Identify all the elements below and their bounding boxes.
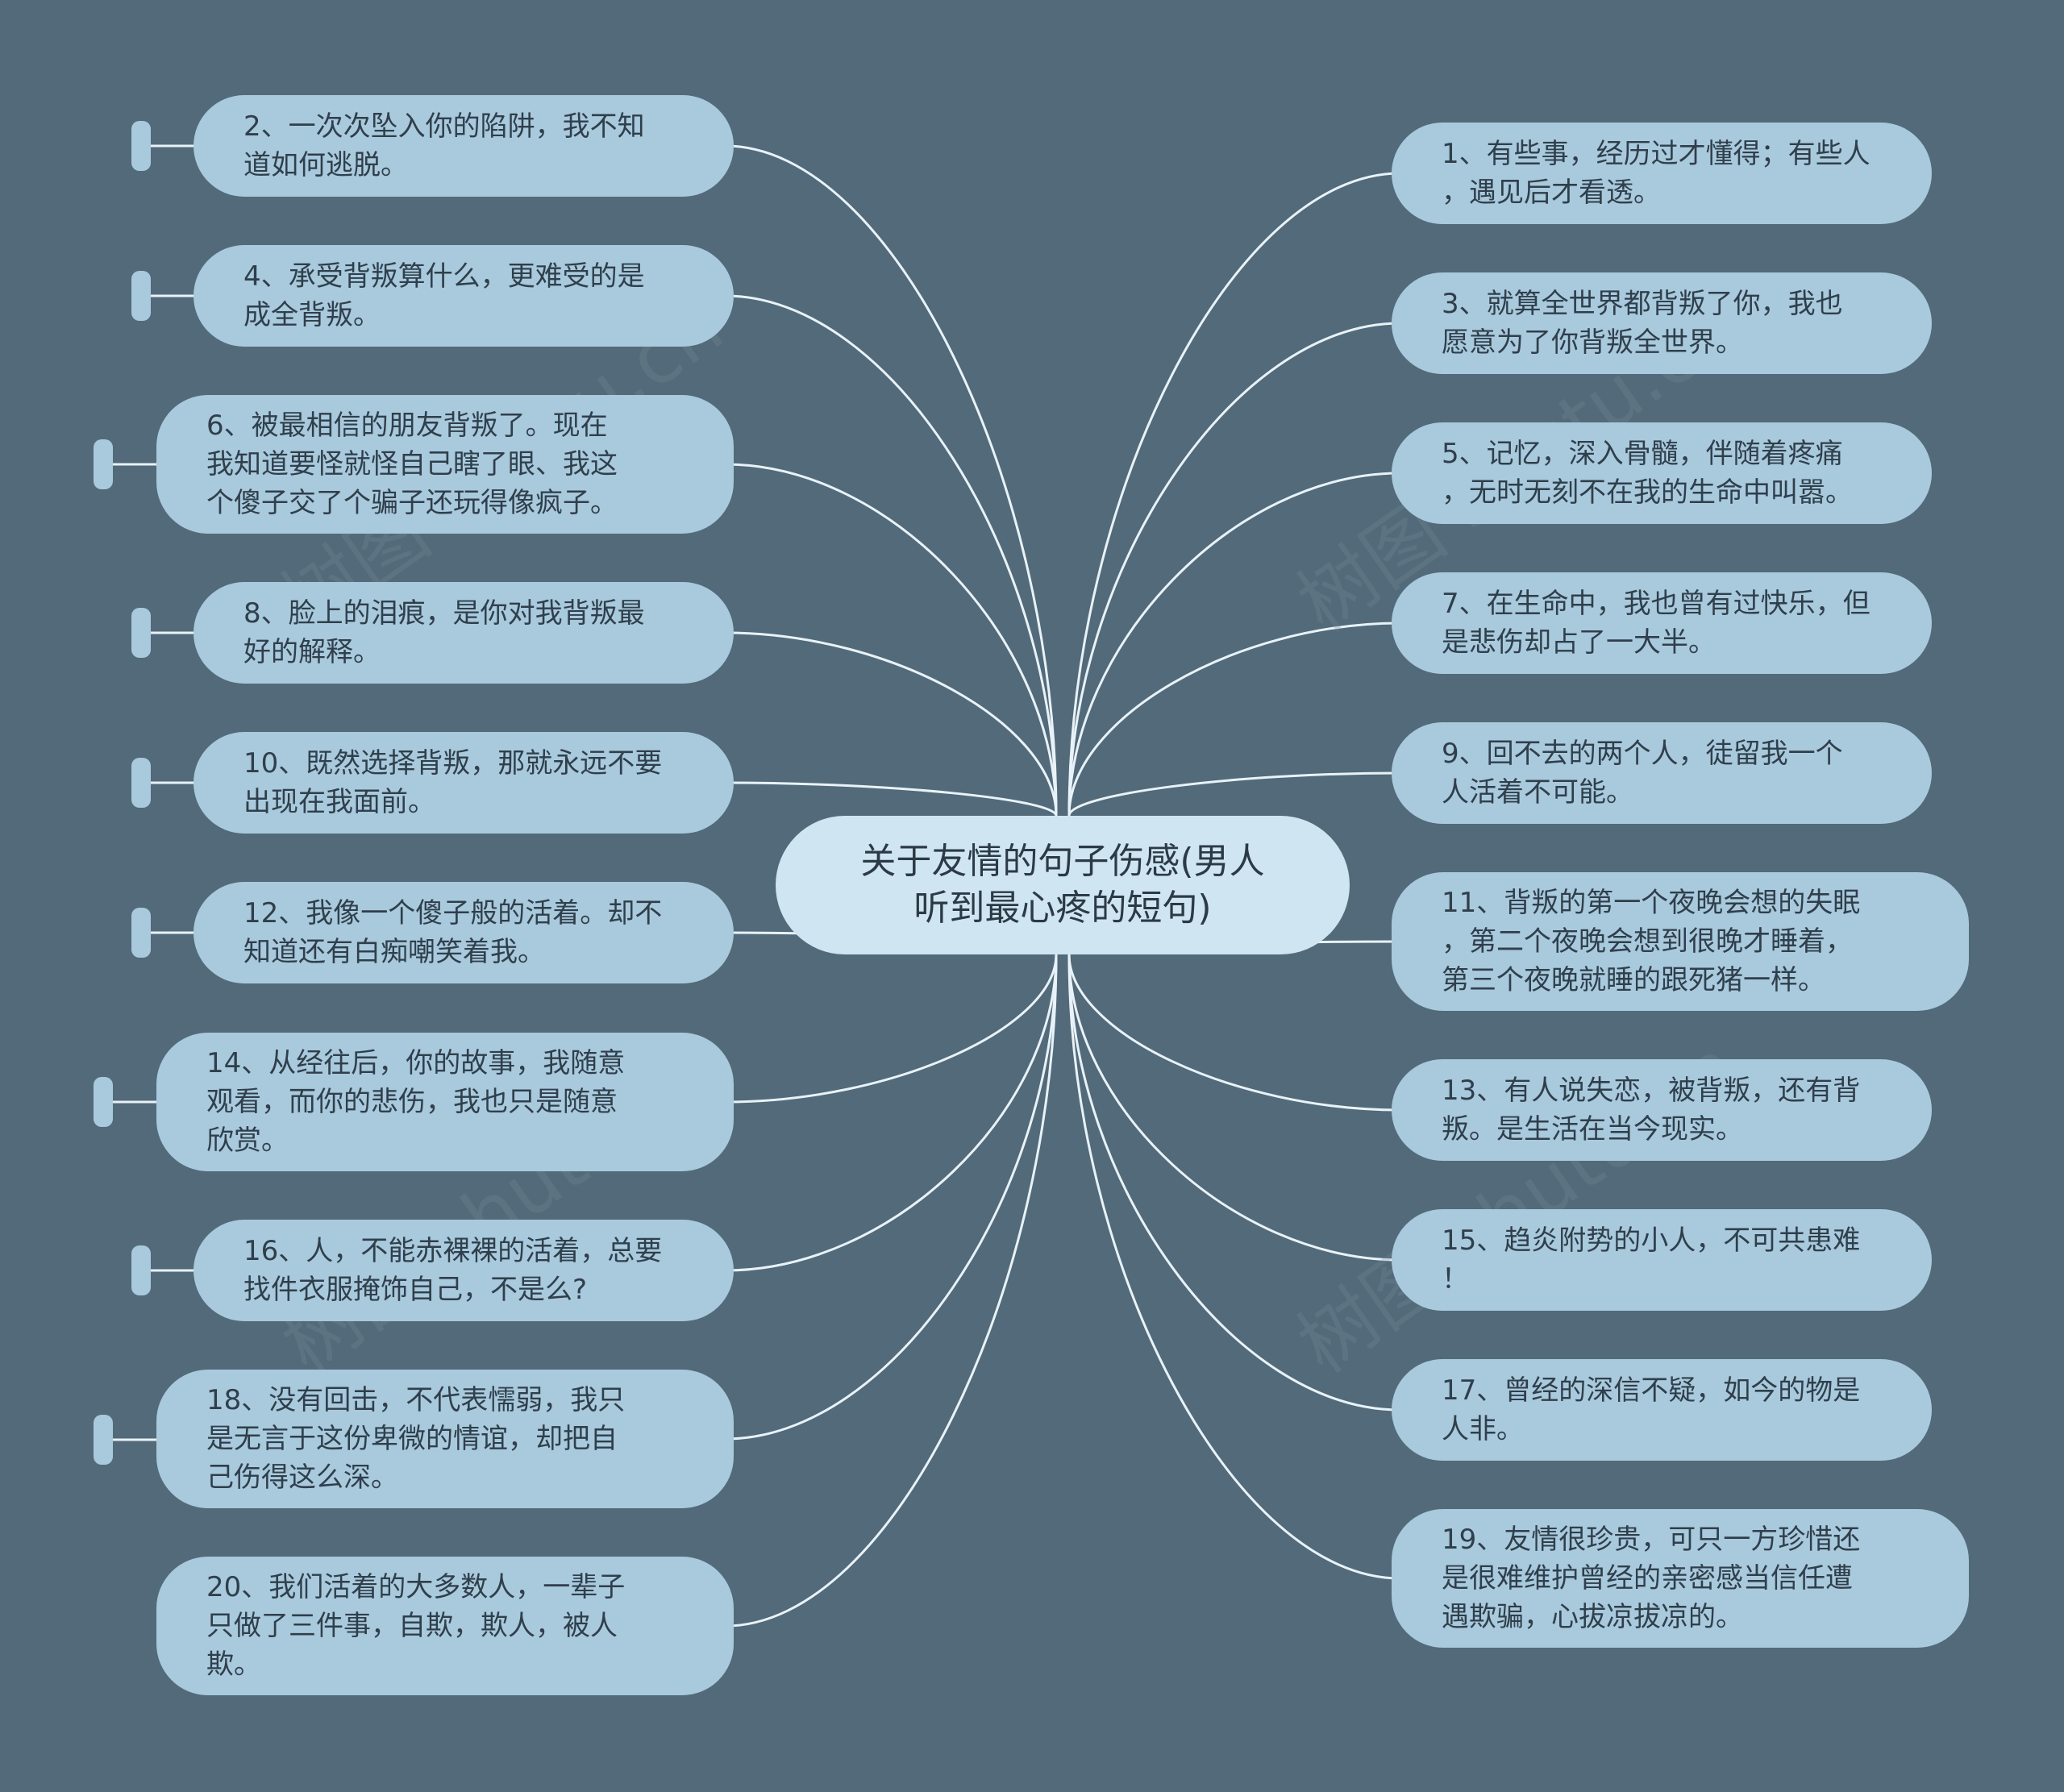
- node-text: 5、记忆，深入骨髓，伴随着疼痛 ，无时无刻不在我的生命中叫嚣。: [1442, 438, 1853, 509]
- left-node-5[interactable]: 10、既然选择背叛，那就永远不要 出现在我面前。: [194, 732, 734, 834]
- connector-left-0: [725, 144, 1058, 817]
- node-text: 16、人，不能赤裸裸的活着，总要 找件衣服掩饰自己，不是么?: [243, 1235, 663, 1306]
- node-text: 9、回不去的两个人，徒留我一个 人活着不可能。: [1442, 738, 1843, 809]
- right-node-8[interactable]: 15、趋炎附势的小人，不可共患难 ！: [1392, 1209, 1932, 1311]
- connector-left-3: [725, 631, 1058, 817]
- collapse-handle[interactable]: [94, 1077, 113, 1127]
- node-text: 19、友情很珍贵，可只一方珍惜还 是很难维护曾经的亲密感当信任遭 遇欺骗，心拔凉…: [1442, 1524, 1861, 1633]
- connector-right-14: [1067, 771, 1400, 817]
- central-topic[interactable]: 关于友情的句子伤感(男人 听到最心疼的短句): [776, 816, 1350, 954]
- connector-left-1: [725, 294, 1058, 817]
- left-node-10[interactable]: 20、我们活着的大多数人，一辈子 只做了三件事，自欺，欺人，被人 欺。: [156, 1557, 734, 1695]
- connector-right-12: [1067, 472, 1400, 817]
- right-node-2[interactable]: 3、就算全世界都背叛了你，我也 愿意为了你背叛全世界。: [1392, 272, 1932, 374]
- left-node-1[interactable]: 2、一次次坠入你的陷阱，我不知 道如何逃脱。: [194, 95, 734, 197]
- connector-right-13: [1067, 622, 1400, 817]
- right-node-6[interactable]: 11、背叛的第一个夜晚会想的失眠 ，第二个夜晚会想到很晚才睡着， 第三个夜晚就睡…: [1392, 872, 1969, 1011]
- node-text: 12、我像一个傻子般的活着。却不 知道还有白痴嘲笑着我。: [243, 897, 663, 968]
- collapse-handle[interactable]: [131, 271, 151, 321]
- right-node-3[interactable]: 5、记忆，深入骨髓，伴随着疼痛 ，无时无刻不在我的生命中叫嚣。: [1392, 422, 1932, 524]
- node-text: 8、脸上的泪痕，是你对我背叛最 好的解释。: [243, 597, 645, 668]
- node-text: 13、有人说失恋，被背叛，还有背 叛。是生活在当今现实。: [1442, 1075, 1861, 1145]
- right-node-1[interactable]: 1、有些事，经历过才懂得；有些人 ，遇见后才看透。: [1392, 123, 1932, 224]
- right-node-7[interactable]: 13、有人说失恋，被背叛，还有背 叛。是生活在当今现实。: [1392, 1059, 1932, 1161]
- connector-right-16: [1067, 954, 1400, 1112]
- right-node-4[interactable]: 7、在生命中，我也曾有过快乐，但 是悲伤却占了一大半。: [1392, 572, 1932, 674]
- right-node-5[interactable]: 9、回不去的两个人，徒留我一个 人活着不可能。: [1392, 722, 1932, 824]
- node-text: 4、承受背叛算什么，更难受的是 成全背叛。: [243, 260, 645, 331]
- node-text: 3、就算全世界都背叛了你，我也 愿意为了你背叛全世界。: [1442, 288, 1843, 359]
- left-node-6[interactable]: 12、我像一个傻子般的活着。却不 知道还有白痴嘲笑着我。: [194, 882, 734, 983]
- connector-left-6: [725, 954, 1058, 1104]
- node-text: 11、背叛的第一个夜晚会想的失眠 ，第二个夜晚会想到很晚才睡着， 第三个夜晚就睡…: [1442, 887, 1861, 996]
- left-node-2[interactable]: 4、承受背叛算什么，更难受的是 成全背叛。: [194, 245, 734, 347]
- node-text: 18、没有回击，不代表懦弱，我只 是无言于这份卑微的情谊，却把自 己伤得这么深。: [206, 1384, 626, 1494]
- collapse-handle[interactable]: [131, 758, 151, 808]
- node-text: 17、曾经的深信不疑，如今的物是 人非。: [1442, 1374, 1861, 1445]
- node-text: 20、我们活着的大多数人，一辈子 只做了三件事，自欺，欺人，被人 欺。: [206, 1571, 626, 1681]
- connector-left-2: [725, 463, 1058, 817]
- collapse-handle[interactable]: [131, 908, 151, 958]
- connector-right-11: [1067, 322, 1400, 817]
- collapse-handle[interactable]: [131, 1245, 151, 1295]
- connector-left-4: [725, 781, 1058, 817]
- left-node-9[interactable]: 18、没有回击，不代表懦弱，我只 是无言于这份卑微的情谊，却把自 己伤得这么深。: [156, 1370, 734, 1508]
- collapse-handle[interactable]: [131, 121, 151, 171]
- connector-left-8: [725, 954, 1058, 1441]
- collapse-handle[interactable]: [131, 608, 151, 658]
- connector-left-7: [725, 954, 1058, 1272]
- node-text: 7、在生命中，我也曾有过快乐，但 是悲伤却占了一大半。: [1442, 588, 1870, 659]
- node-text: 2、一次次坠入你的陷阱，我不知 道如何逃脱。: [243, 110, 645, 181]
- node-text: 15、趋炎附势的小人，不可共患难 ！: [1442, 1224, 1861, 1295]
- left-node-7[interactable]: 14、从经往后，你的故事，我随意 观看，而你的悲伤，我也只是随意 欣赏。: [156, 1033, 734, 1171]
- node-text: 6、被最相信的朋友背叛了。现在 我知道要怪就怪自己瞎了眼、我这 个傻子交了个骗子…: [206, 410, 618, 519]
- collapse-handle[interactable]: [94, 439, 113, 489]
- connector-right-19: [1067, 954, 1400, 1580]
- connector-right-17: [1067, 954, 1400, 1262]
- node-text: 10、既然选择背叛，那就永远不要 出现在我面前。: [243, 747, 663, 818]
- left-node-4[interactable]: 8、脸上的泪痕，是你对我背叛最 好的解释。: [194, 582, 734, 684]
- collapse-handle[interactable]: [94, 1415, 113, 1465]
- node-text: 1、有些事，经历过才懂得；有些人 ，遇见后才看透。: [1442, 138, 1870, 209]
- connector-left-9: [725, 954, 1058, 1628]
- right-node-9[interactable]: 17、曾经的深信不疑，如今的物是 人非。: [1392, 1359, 1932, 1461]
- node-text: 14、从经往后，你的故事，我随意 观看，而你的悲伤，我也只是随意 欣赏。: [206, 1047, 626, 1157]
- right-node-10[interactable]: 19、友情很珍贵，可只一方珍惜还 是很难维护曾经的亲密感当信任遭 遇欺骗，心拔凉…: [1392, 1509, 1969, 1648]
- left-node-8[interactable]: 16、人，不能赤裸裸的活着，总要 找件衣服掩饰自己，不是么?: [194, 1220, 734, 1321]
- connector-right-10: [1067, 172, 1400, 817]
- connector-right-18: [1067, 954, 1400, 1412]
- left-node-3[interactable]: 6、被最相信的朋友背叛了。现在 我知道要怪就怪自己瞎了眼、我这 个傻子交了个骗子…: [156, 395, 734, 534]
